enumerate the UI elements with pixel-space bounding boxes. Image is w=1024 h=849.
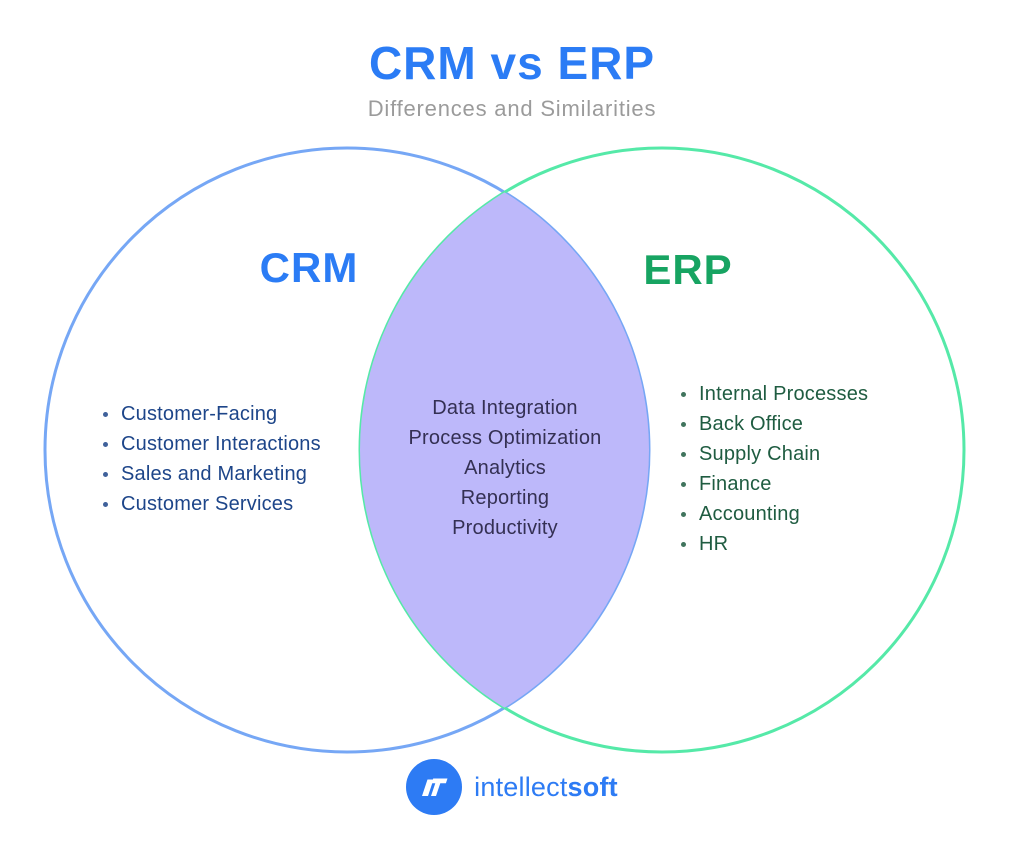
list-item-label: Customer Services [121,492,294,515]
list-item-label: HR [699,532,729,555]
list-item-label: Back Office [699,412,804,435]
list-item-label: Customer-Facing [121,402,278,425]
list-item-label: Analytics [464,456,546,479]
bullet-icon [681,451,686,457]
bullet-icon [681,511,686,517]
list-item-label: Productivity [452,516,558,539]
crm-list-item: Customer Services [103,489,321,519]
list-item-label: Internal Processes [699,382,869,405]
page-title: CRM vs ERP [368,37,656,89]
list-item-label: Reporting [460,486,550,509]
intellectsoft-logo: intellectsoft [0,759,1024,815]
bullet-icon [103,441,108,447]
intellectsoft-logo-icon [406,759,463,815]
list-item-label: Customer Interactions [121,432,321,455]
brand-wordmark: intellectsoft [474,772,618,803]
list-item-label: Process Optimization [408,426,602,449]
erp-label: ERP [643,246,733,293]
erp-list-item: Back Office [681,409,868,439]
intersection-items-list: Data Integration Process Optimization An… [375,393,635,543]
bullet-icon [103,411,108,417]
erp-list-item: Finance [681,469,868,499]
intersection-list-item: Analytics [375,453,635,483]
list-item-label: Finance [699,472,772,495]
bullet-icon [681,481,686,487]
intersection-list-item: Reporting [375,483,635,513]
bullet-icon [681,391,686,397]
intersection-list-item: Data Integration [375,393,635,423]
erp-list-item: HR [681,529,868,559]
bullet-icon [681,541,686,547]
crm-list-item: Customer Interactions [103,429,321,459]
page-subtitle: Differences and Similarities [367,96,657,121]
erp-list-item: Accounting [681,499,868,529]
list-item-label: Accounting [699,502,800,525]
bullet-icon [103,471,108,477]
intersection-list-item: Process Optimization [375,423,635,453]
crm-items-list: Customer-Facing Customer Interactions Sa… [103,399,321,519]
intersection-list-item: Productivity [375,513,635,543]
crm-label: CRM [259,244,359,291]
logo-monogram-icon [422,778,448,796]
bullet-icon [103,501,108,507]
erp-list-item: Supply Chain [681,439,868,469]
brand-bold: soft [567,771,618,802]
intersection-lens [360,148,649,752]
crm-list-item: Sales and Marketing [103,459,321,489]
bullet-icon [681,421,686,427]
crm-list-item: Customer-Facing [103,399,321,429]
erp-list-item: Internal Processes [681,379,868,409]
list-item-label: Sales and Marketing [121,462,308,485]
list-item-label: Supply Chain [699,442,821,465]
brand-regular: intellect [474,771,568,802]
erp-items-list: Internal Processes Back Office Supply Ch… [681,379,868,559]
list-item-label: Data Integration [432,396,578,419]
